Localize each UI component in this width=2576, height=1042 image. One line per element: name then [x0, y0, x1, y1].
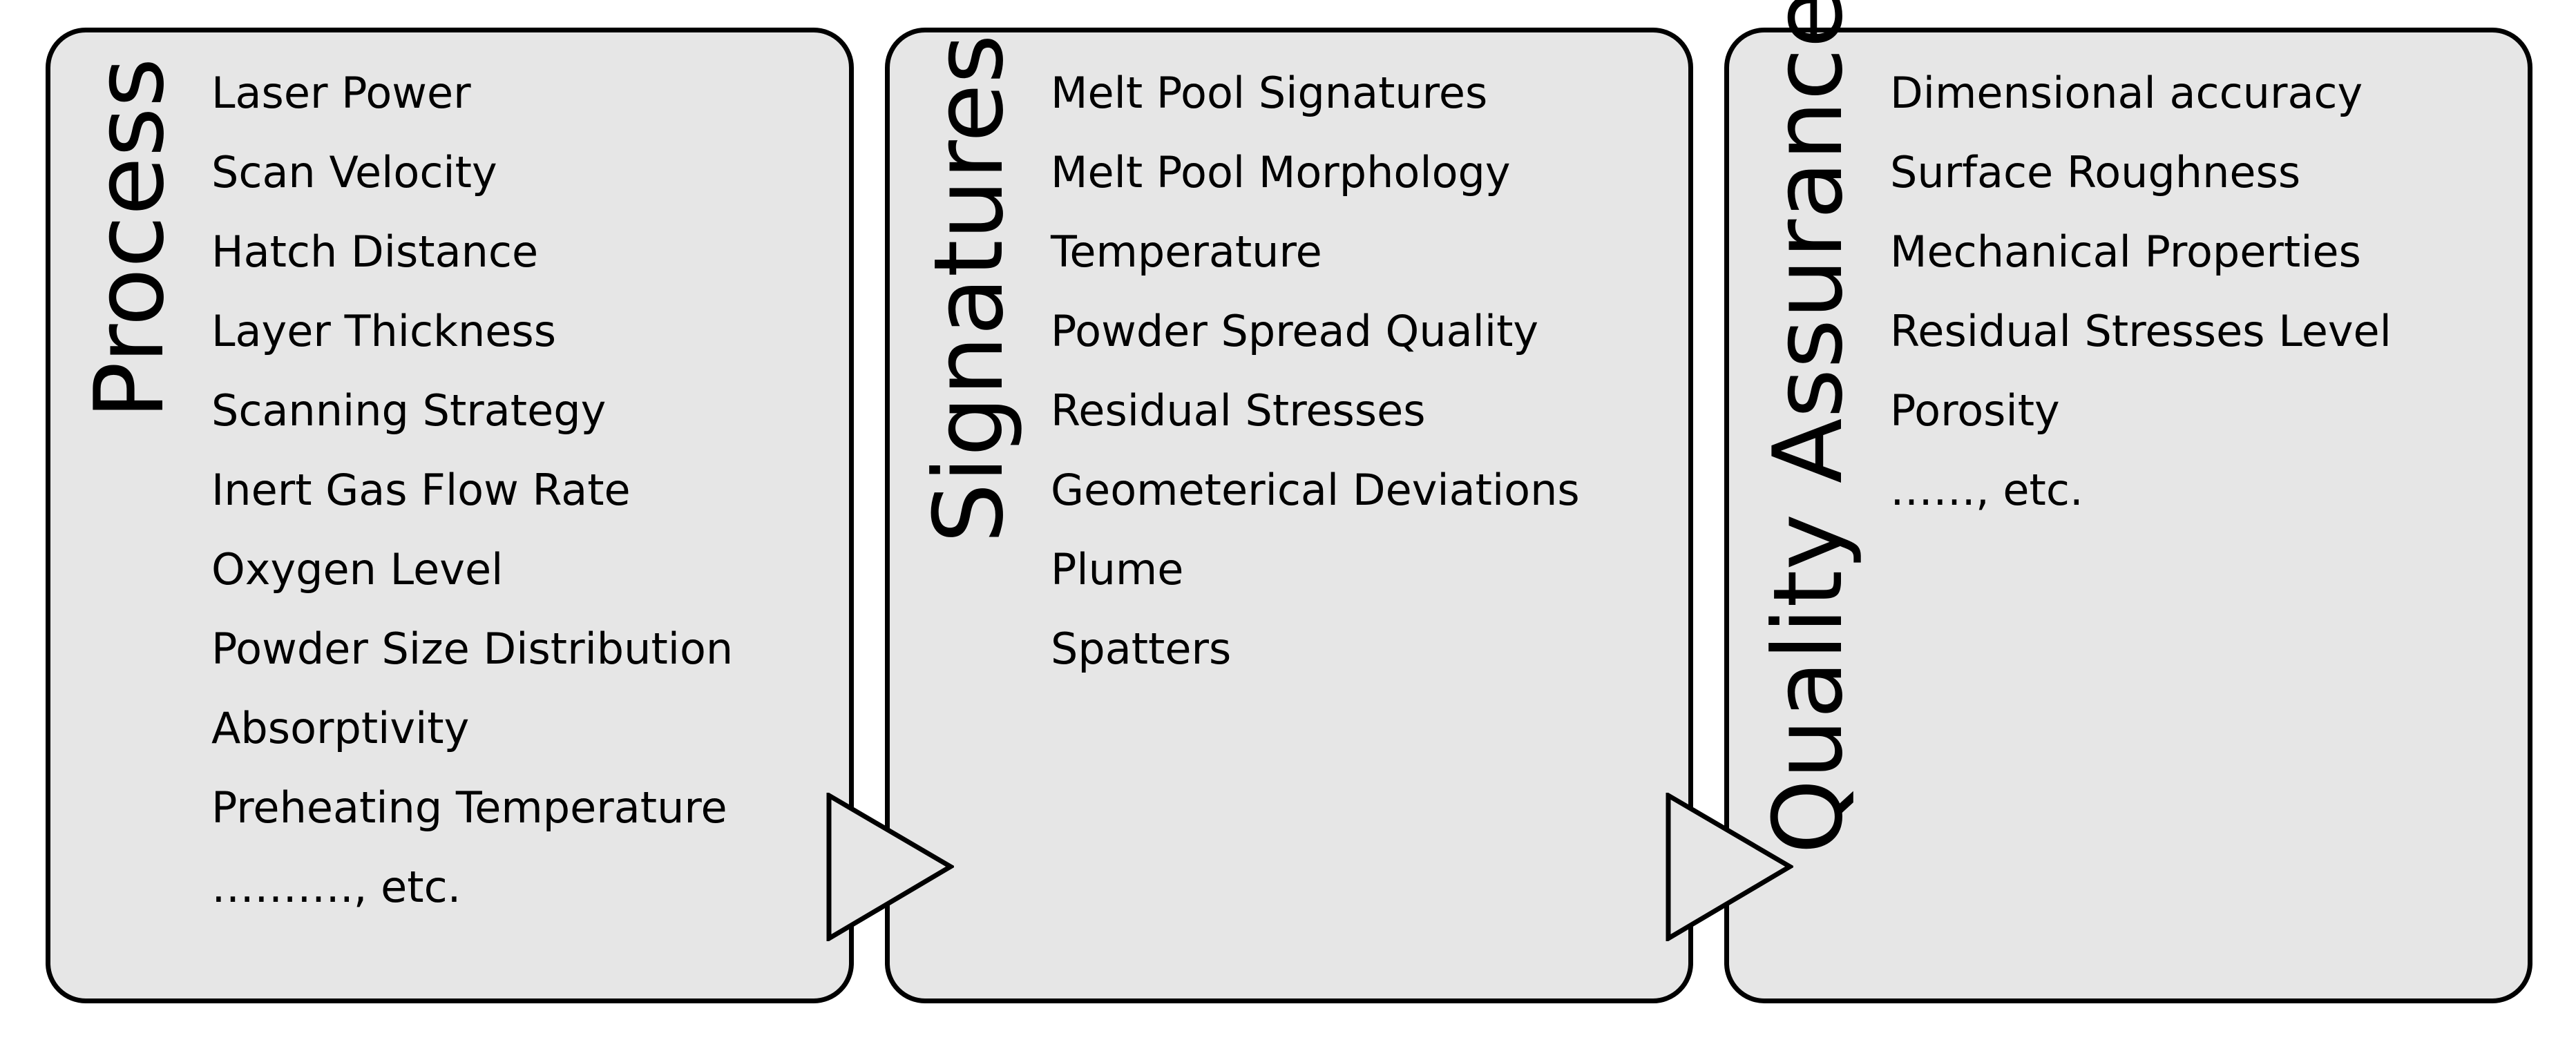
process-item: Scan Velocity	[211, 147, 497, 197]
signatures-title-text: Signatures	[913, 34, 1024, 543]
quality-assurance-item: Mechanical Properties	[1890, 226, 2361, 277]
process-panel: Process Laser Power Scan Velocity Hatch …	[46, 28, 854, 1003]
process-item: Scanning Strategy	[211, 385, 607, 436]
process-item: Preheating Temperature	[211, 782, 727, 833]
signatures-item: Residual Stresses	[1051, 385, 1426, 436]
signatures-panel: Signatures Melt Pool Signatures Melt Poo…	[885, 28, 1693, 1003]
process-item: Oxygen Level	[211, 544, 504, 595]
quality-assurance-title: Quality Assurance	[1753, 0, 1864, 868]
quality-assurance-item: ……, etc.	[1890, 465, 2083, 515]
signatures-item: Temperature	[1051, 226, 1322, 277]
quality-assurance-item: Porosity	[1890, 385, 2060, 436]
quality-assurance-item-list: Dimensional accuracy Surface Roughness M…	[1890, 53, 2392, 530]
signatures-item: Melt Pool Morphology	[1051, 147, 1511, 197]
process-title: Process	[74, 58, 185, 868]
process-item: ………., etc.	[211, 862, 461, 912]
process-item: Inert Gas Flow Rate	[211, 465, 631, 515]
process-item: Powder Size Distribution	[211, 624, 734, 674]
signatures-item: Spatters	[1051, 624, 1232, 674]
quality-assurance-panel: Quality Assurance Dimensional accuracy S…	[1724, 0, 2532, 1003]
process-title-text: Process	[74, 57, 185, 420]
signatures-item: Plume	[1051, 544, 1184, 595]
quality-assurance-title-text: Quality Assurance	[1753, 0, 1864, 854]
triangle-arrow-icon	[826, 793, 954, 941]
signatures-item: Melt Pool Signatures	[1051, 68, 1488, 118]
quality-assurance-item: Residual Stresses Level	[1890, 306, 2392, 356]
process-item: Hatch Distance	[211, 226, 539, 277]
signatures-item: Powder Spread Quality	[1051, 306, 1539, 356]
quality-assurance-item: Dimensional accuracy	[1890, 68, 2363, 118]
signatures-title: Signatures	[913, 34, 1024, 868]
signatures-item: Geometerical Deviations	[1051, 465, 1580, 515]
signatures-item-list: Melt Pool Signatures Melt Pool Morpholog…	[1051, 53, 1580, 688]
process-item: Absorptivity	[211, 703, 470, 753]
triangle-arrow-icon	[1666, 793, 1793, 941]
process-item: Layer Thickness	[211, 306, 556, 356]
quality-assurance-item: Surface Roughness	[1890, 147, 2301, 197]
process-item-list: Laser Power Scan Velocity Hatch Distance…	[211, 53, 733, 927]
process-item: Laser Power	[211, 68, 471, 118]
